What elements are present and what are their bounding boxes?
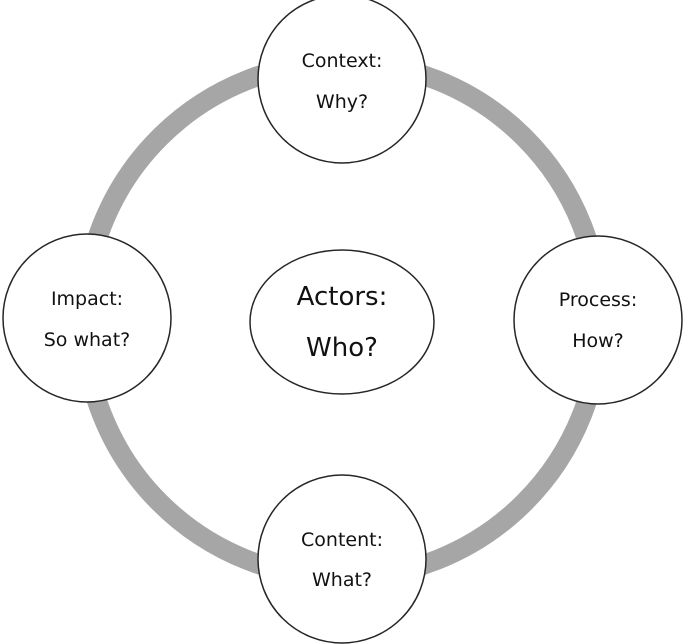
node-impact: Impact: So what? — [2, 233, 172, 403]
node-process-question: How? — [572, 330, 624, 352]
node-actors-label: Actors: — [297, 282, 388, 312]
node-content-question: What? — [312, 569, 372, 591]
node-process-circle — [513, 235, 683, 405]
node-context: Context: Why? — [257, 0, 427, 164]
node-actors-ellipse — [249, 249, 435, 395]
node-context-question: Why? — [316, 91, 368, 113]
node-content-circle — [257, 474, 427, 644]
node-actors-question: Who? — [306, 333, 378, 363]
node-process-label: Process: — [559, 289, 637, 311]
node-impact-question: So what? — [44, 329, 130, 351]
node-impact-label: Impact: — [51, 288, 123, 310]
node-process: Process: How? — [513, 235, 683, 405]
node-content: Content: What? — [257, 474, 427, 644]
node-impact-circle — [2, 233, 172, 403]
node-content-label: Content: — [301, 529, 383, 551]
node-context-label: Context: — [302, 50, 383, 72]
node-context-circle — [257, 0, 427, 164]
node-actors: Actors: Who? — [249, 249, 435, 395]
